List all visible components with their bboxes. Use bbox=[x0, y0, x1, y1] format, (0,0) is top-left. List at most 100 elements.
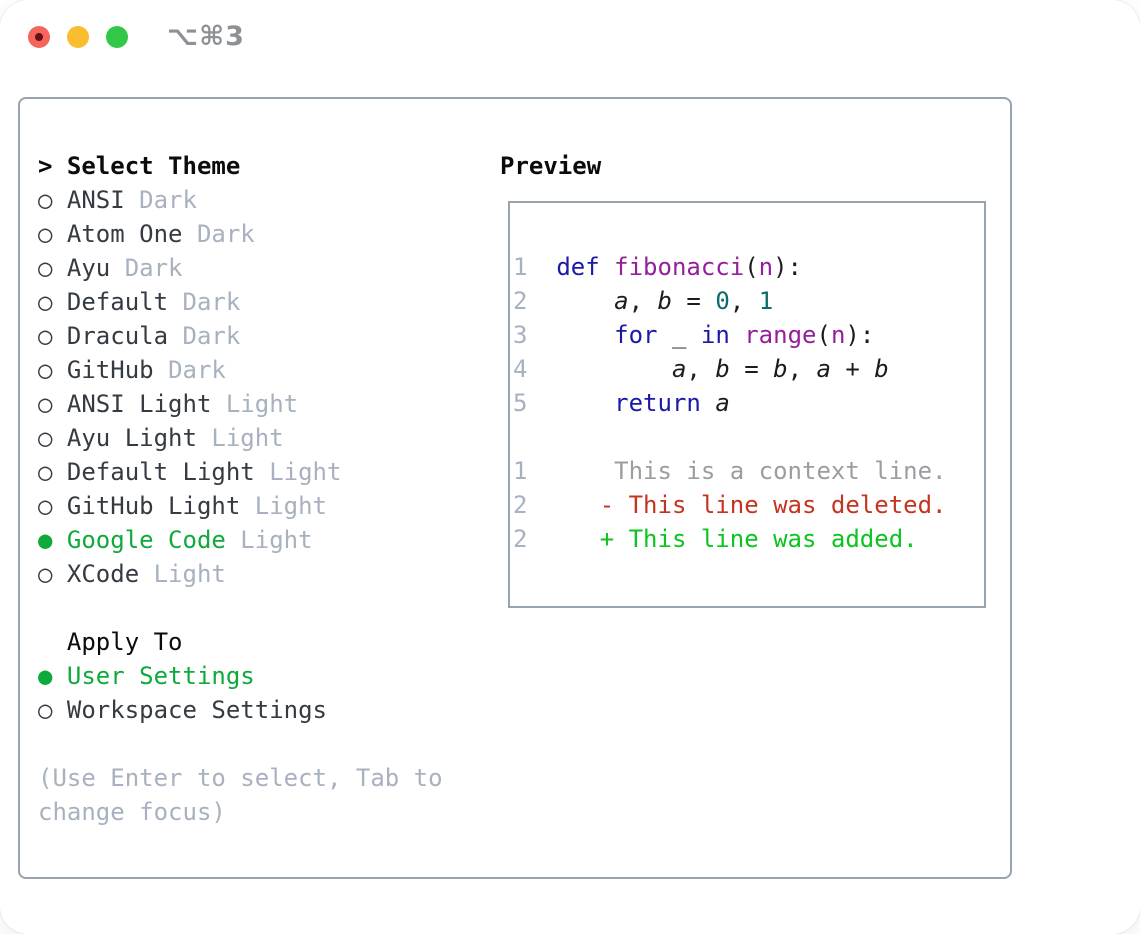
theme-option-dracula-dark[interactable]: ○ Dracula Dark bbox=[38, 319, 443, 353]
line-number: 1 bbox=[513, 253, 557, 281]
line-number: 4 bbox=[513, 355, 557, 383]
theme-variant: Light bbox=[153, 560, 226, 588]
line-number: 5 bbox=[513, 389, 557, 417]
theme-name: ANSI bbox=[66, 186, 140, 214]
radio-icon: ○ bbox=[38, 356, 67, 384]
code-token bbox=[556, 389, 614, 417]
theme-list-title: Select Theme bbox=[66, 152, 241, 180]
theme-option-ayu-dark[interactable]: ○ Ayu Dark bbox=[38, 251, 443, 285]
theme-option-default-light-light[interactable]: ○ Default Light Light bbox=[38, 455, 443, 489]
code-token: in bbox=[700, 321, 730, 349]
line-number: 1 bbox=[513, 457, 557, 485]
theme-name: Dracula bbox=[66, 322, 183, 350]
hint-line-1: (Use Enter to select, Tab to bbox=[38, 764, 443, 792]
code-token: = bbox=[729, 355, 774, 383]
titlebar: ⌥⌘3 bbox=[0, 0, 1140, 74]
window-title: ⌥⌘3 bbox=[167, 21, 245, 52]
theme-option-github-light-light[interactable]: ○ GitHub Light Light bbox=[38, 489, 443, 523]
code-token: , bbox=[686, 355, 716, 383]
radio-selected-icon: ● bbox=[38, 526, 67, 554]
radio-icon: ○ bbox=[38, 424, 67, 452]
theme-option-ayu-light-light[interactable]: ○ Ayu Light Light bbox=[38, 421, 443, 455]
line-number: 3 bbox=[513, 321, 557, 349]
code-token: b bbox=[715, 355, 730, 383]
apply-to-list: ● User Settings○ Workspace Settings bbox=[38, 659, 443, 727]
radio-icon: ○ bbox=[38, 560, 67, 588]
line-number: 2 bbox=[513, 491, 557, 519]
code-line: 5 return a bbox=[513, 386, 947, 420]
minimize-button[interactable] bbox=[67, 26, 89, 48]
theme-name: Default bbox=[66, 288, 183, 316]
apply-to-header: Apply To bbox=[38, 625, 443, 659]
theme-name: ANSI Light bbox=[66, 390, 226, 418]
theme-variant: Dark bbox=[139, 186, 197, 214]
theme-name: XCode bbox=[66, 560, 154, 588]
theme-option-default-dark[interactable]: ○ Default Dark bbox=[38, 285, 443, 319]
code-token: a bbox=[614, 287, 629, 315]
code-token: a bbox=[816, 355, 831, 383]
theme-option-ansi-dark[interactable]: ○ ANSI Dark bbox=[38, 183, 443, 217]
radio-icon: ○ bbox=[38, 390, 67, 418]
code-token: ): bbox=[845, 321, 875, 349]
theme-option-atom-one-dark[interactable]: ○ Atom One Dark bbox=[38, 217, 443, 251]
code-token: , bbox=[729, 287, 759, 315]
line-number: 2 bbox=[513, 525, 557, 553]
theme-variant: Light bbox=[211, 424, 284, 452]
code-token: range bbox=[744, 321, 817, 349]
code-token: b bbox=[874, 355, 889, 383]
code-token: 1 bbox=[758, 287, 774, 315]
left-column: > Select Theme ○ ANSI Dark○ Atom One Dar… bbox=[38, 149, 443, 829]
theme-variant: Light bbox=[269, 458, 342, 486]
radio-icon: ○ bbox=[38, 696, 67, 724]
code-token: , bbox=[787, 355, 817, 383]
code-token: b bbox=[657, 287, 672, 315]
theme-option-xcode-light[interactable]: ○ XCode Light bbox=[38, 557, 443, 591]
focus-caret-icon: > bbox=[38, 152, 67, 180]
theme-option-google-code-light[interactable]: ● Google Code Light bbox=[38, 523, 443, 557]
line-number: 2 bbox=[513, 287, 557, 315]
code-token: b bbox=[773, 355, 788, 383]
zoom-button[interactable] bbox=[106, 26, 128, 48]
code-token: ( bbox=[816, 321, 831, 349]
theme-option-ansi-light-light[interactable]: ○ ANSI Light Light bbox=[38, 387, 443, 421]
theme-name: Atom One bbox=[66, 220, 197, 248]
radio-icon: ○ bbox=[38, 220, 67, 248]
code-token bbox=[556, 355, 672, 383]
radio-icon: ○ bbox=[38, 458, 67, 486]
code-token: def bbox=[556, 253, 615, 281]
theme-variant: Light bbox=[254, 492, 327, 520]
theme-variant: Dark bbox=[196, 220, 255, 248]
preview-box bbox=[508, 201, 986, 608]
radio-icon: ○ bbox=[38, 288, 67, 316]
theme-name: Google Code bbox=[66, 526, 241, 554]
theme-name: GitHub bbox=[66, 356, 169, 384]
code-token: = bbox=[671, 287, 716, 315]
hint-line-2: change focus) bbox=[38, 798, 226, 826]
diff-line-deleted: 2 - This line was deleted. bbox=[513, 488, 947, 522]
code-token: fibonacci bbox=[614, 253, 745, 281]
code-token: _ bbox=[657, 321, 701, 349]
code-token: return bbox=[614, 389, 701, 417]
code-token: n bbox=[758, 253, 774, 281]
theme-variant: Dark bbox=[182, 322, 241, 350]
radio-icon: ○ bbox=[38, 492, 67, 520]
diff-text: - This line was deleted. bbox=[556, 491, 947, 519]
apply-option-label: Workspace Settings bbox=[66, 696, 327, 724]
theme-name: Ayu bbox=[66, 254, 125, 282]
code-token: n bbox=[830, 321, 846, 349]
code-line: 3 for _ in range(n): bbox=[513, 318, 947, 352]
code-line: 2 a, b = 0, 1 bbox=[513, 284, 947, 318]
apply-option-label: User Settings bbox=[66, 662, 255, 690]
theme-option-github-dark[interactable]: ○ GitHub Dark bbox=[38, 353, 443, 387]
theme-variant: Dark bbox=[182, 288, 241, 316]
theme-variant: Light bbox=[240, 526, 313, 554]
code-token bbox=[556, 287, 614, 315]
radio-icon: ○ bbox=[38, 186, 67, 214]
code-line: 4 a, b = b, a + b bbox=[513, 352, 947, 386]
apply-option-user-settings[interactable]: ● User Settings bbox=[38, 659, 443, 693]
close-button[interactable] bbox=[28, 26, 50, 48]
diff-text: + This line was added. bbox=[556, 525, 918, 553]
apply-option-workspace-settings[interactable]: ○ Workspace Settings bbox=[38, 693, 443, 727]
